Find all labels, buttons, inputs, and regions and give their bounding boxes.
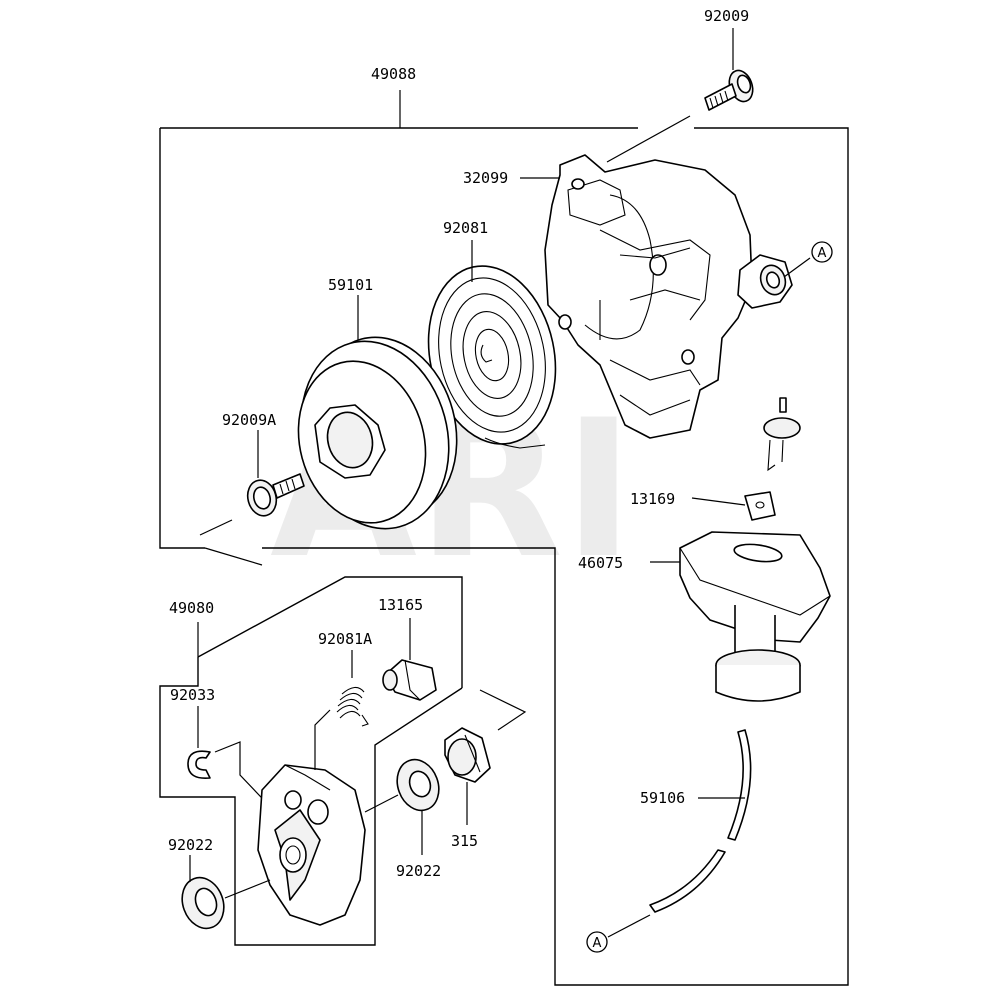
label-92081A: 92081A [318,630,372,648]
reference-marker-a-bottom: A [586,931,608,953]
assembly-frame-49088 [159,90,849,986]
bolt-92009 [606,28,754,163]
rope-stopper-13169 [691,397,801,521]
label-92022-mid: 92022 [396,862,441,880]
reference-marker-a-top: A [811,241,833,263]
e-clip-92033 [187,706,279,816]
label-59101: 59101 [328,276,373,294]
washer-92022-left [181,855,271,930]
label-13165: 13165 [378,596,423,614]
label-92022-left: 92022 [168,836,213,854]
spiral-spring-92081 [427,240,557,449]
starter-handle-46075 [650,531,831,702]
label-92009A: 92009A [222,411,276,429]
label-49080: 49080 [169,599,214,617]
label-13169: 13169 [630,490,675,508]
label-59106: 59106 [640,789,685,807]
assembly-frame-49080 [159,576,527,946]
starter-rope-59106 [607,729,752,938]
label-32099: 32099 [463,169,508,187]
svg-text:A: A [818,246,827,261]
nut-315 [444,727,491,825]
label-92081: 92081 [443,219,488,237]
washer-92022-mid [364,758,440,855]
screw-92009A [246,430,305,517]
label-92009: 92009 [704,7,749,25]
pawl-spring-92081A [336,650,369,727]
label-49088: 49088 [371,65,416,83]
pawl-13165 [382,618,437,701]
label-46075: 46075 [578,554,623,572]
pulley-59101 [297,295,458,530]
starter-housing-32099 [544,154,811,439]
label-315: 315 [451,832,478,850]
ratchet-49080 [257,709,366,926]
svg-text:A: A [593,936,602,951]
label-92033: 92033 [170,686,215,704]
